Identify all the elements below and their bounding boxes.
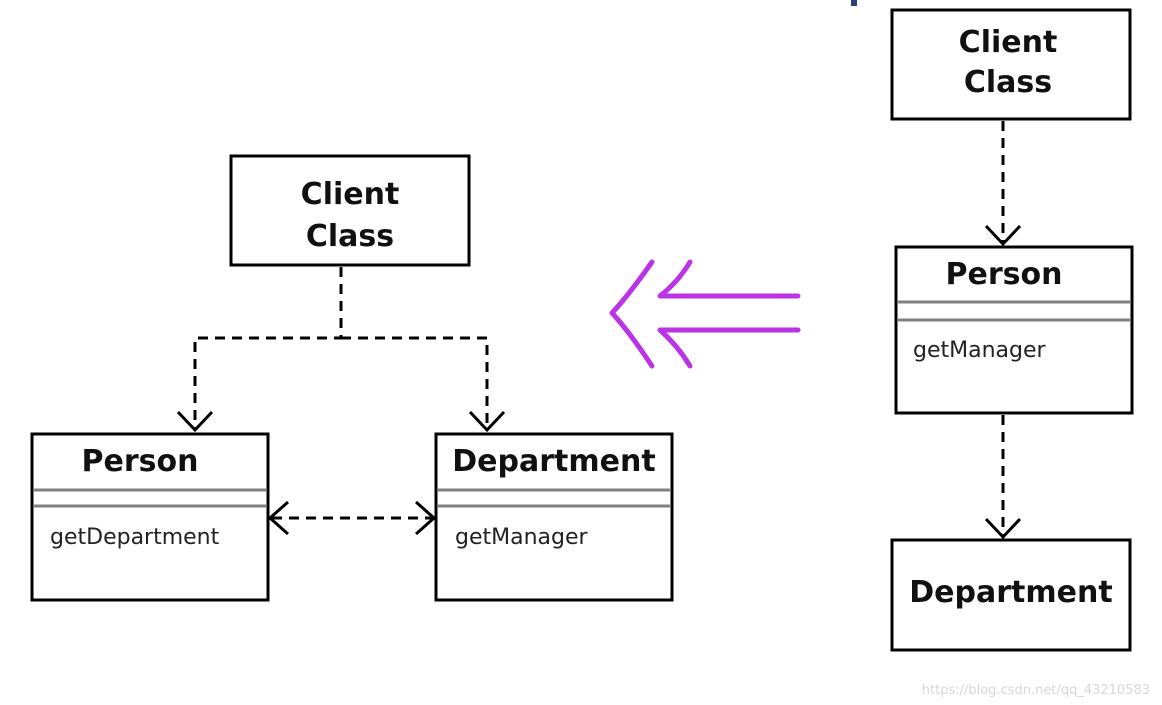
after-department-name: Department	[909, 575, 1112, 610]
after-department-arrowhead	[984, 517, 1022, 540]
after-person-arrowhead	[984, 224, 1022, 247]
refactor-arrow-icon	[609, 259, 801, 369]
before-person-arrowhead	[176, 410, 214, 433]
before-department-name: Department	[452, 444, 655, 479]
before-diagram: Client Class Person getDepartment Depart…	[30, 154, 674, 602]
watermark-text: https://blog.csdn.net/qq_43210583	[922, 683, 1150, 698]
after-client-line1: Client	[959, 25, 1058, 60]
before-person-class-box: Person getDepartment	[30, 432, 270, 602]
before-bidir-left-arrowhead	[267, 500, 289, 536]
before-client-line1: Client	[301, 177, 400, 212]
after-department-class-box: Department	[890, 538, 1132, 652]
before-department-arrowhead	[468, 410, 506, 433]
before-client-to-department-edge	[341, 336, 489, 428]
after-person-method: getManager	[913, 338, 1047, 363]
before-person-name: Person	[82, 444, 199, 479]
after-client-class-box: Client Class	[890, 8, 1132, 121]
before-person-method: getDepartment	[50, 525, 220, 550]
before-client-to-person-edge	[193, 267, 343, 428]
before-department-class-box: Department getManager	[434, 432, 674, 602]
before-bidir-right-arrowhead	[415, 500, 437, 536]
after-client-line2: Class	[964, 65, 1052, 100]
before-department-method: getManager	[455, 525, 589, 550]
after-diagram: Client Class Person getManager Departmen…	[890, 8, 1134, 652]
before-client-class-box: Client Class	[229, 154, 471, 267]
after-person-class-box: Person getManager	[894, 245, 1134, 415]
before-client-line2: Class	[306, 219, 394, 254]
after-person-name: Person	[946, 257, 1063, 292]
top-edge-mark	[851, 0, 857, 6]
